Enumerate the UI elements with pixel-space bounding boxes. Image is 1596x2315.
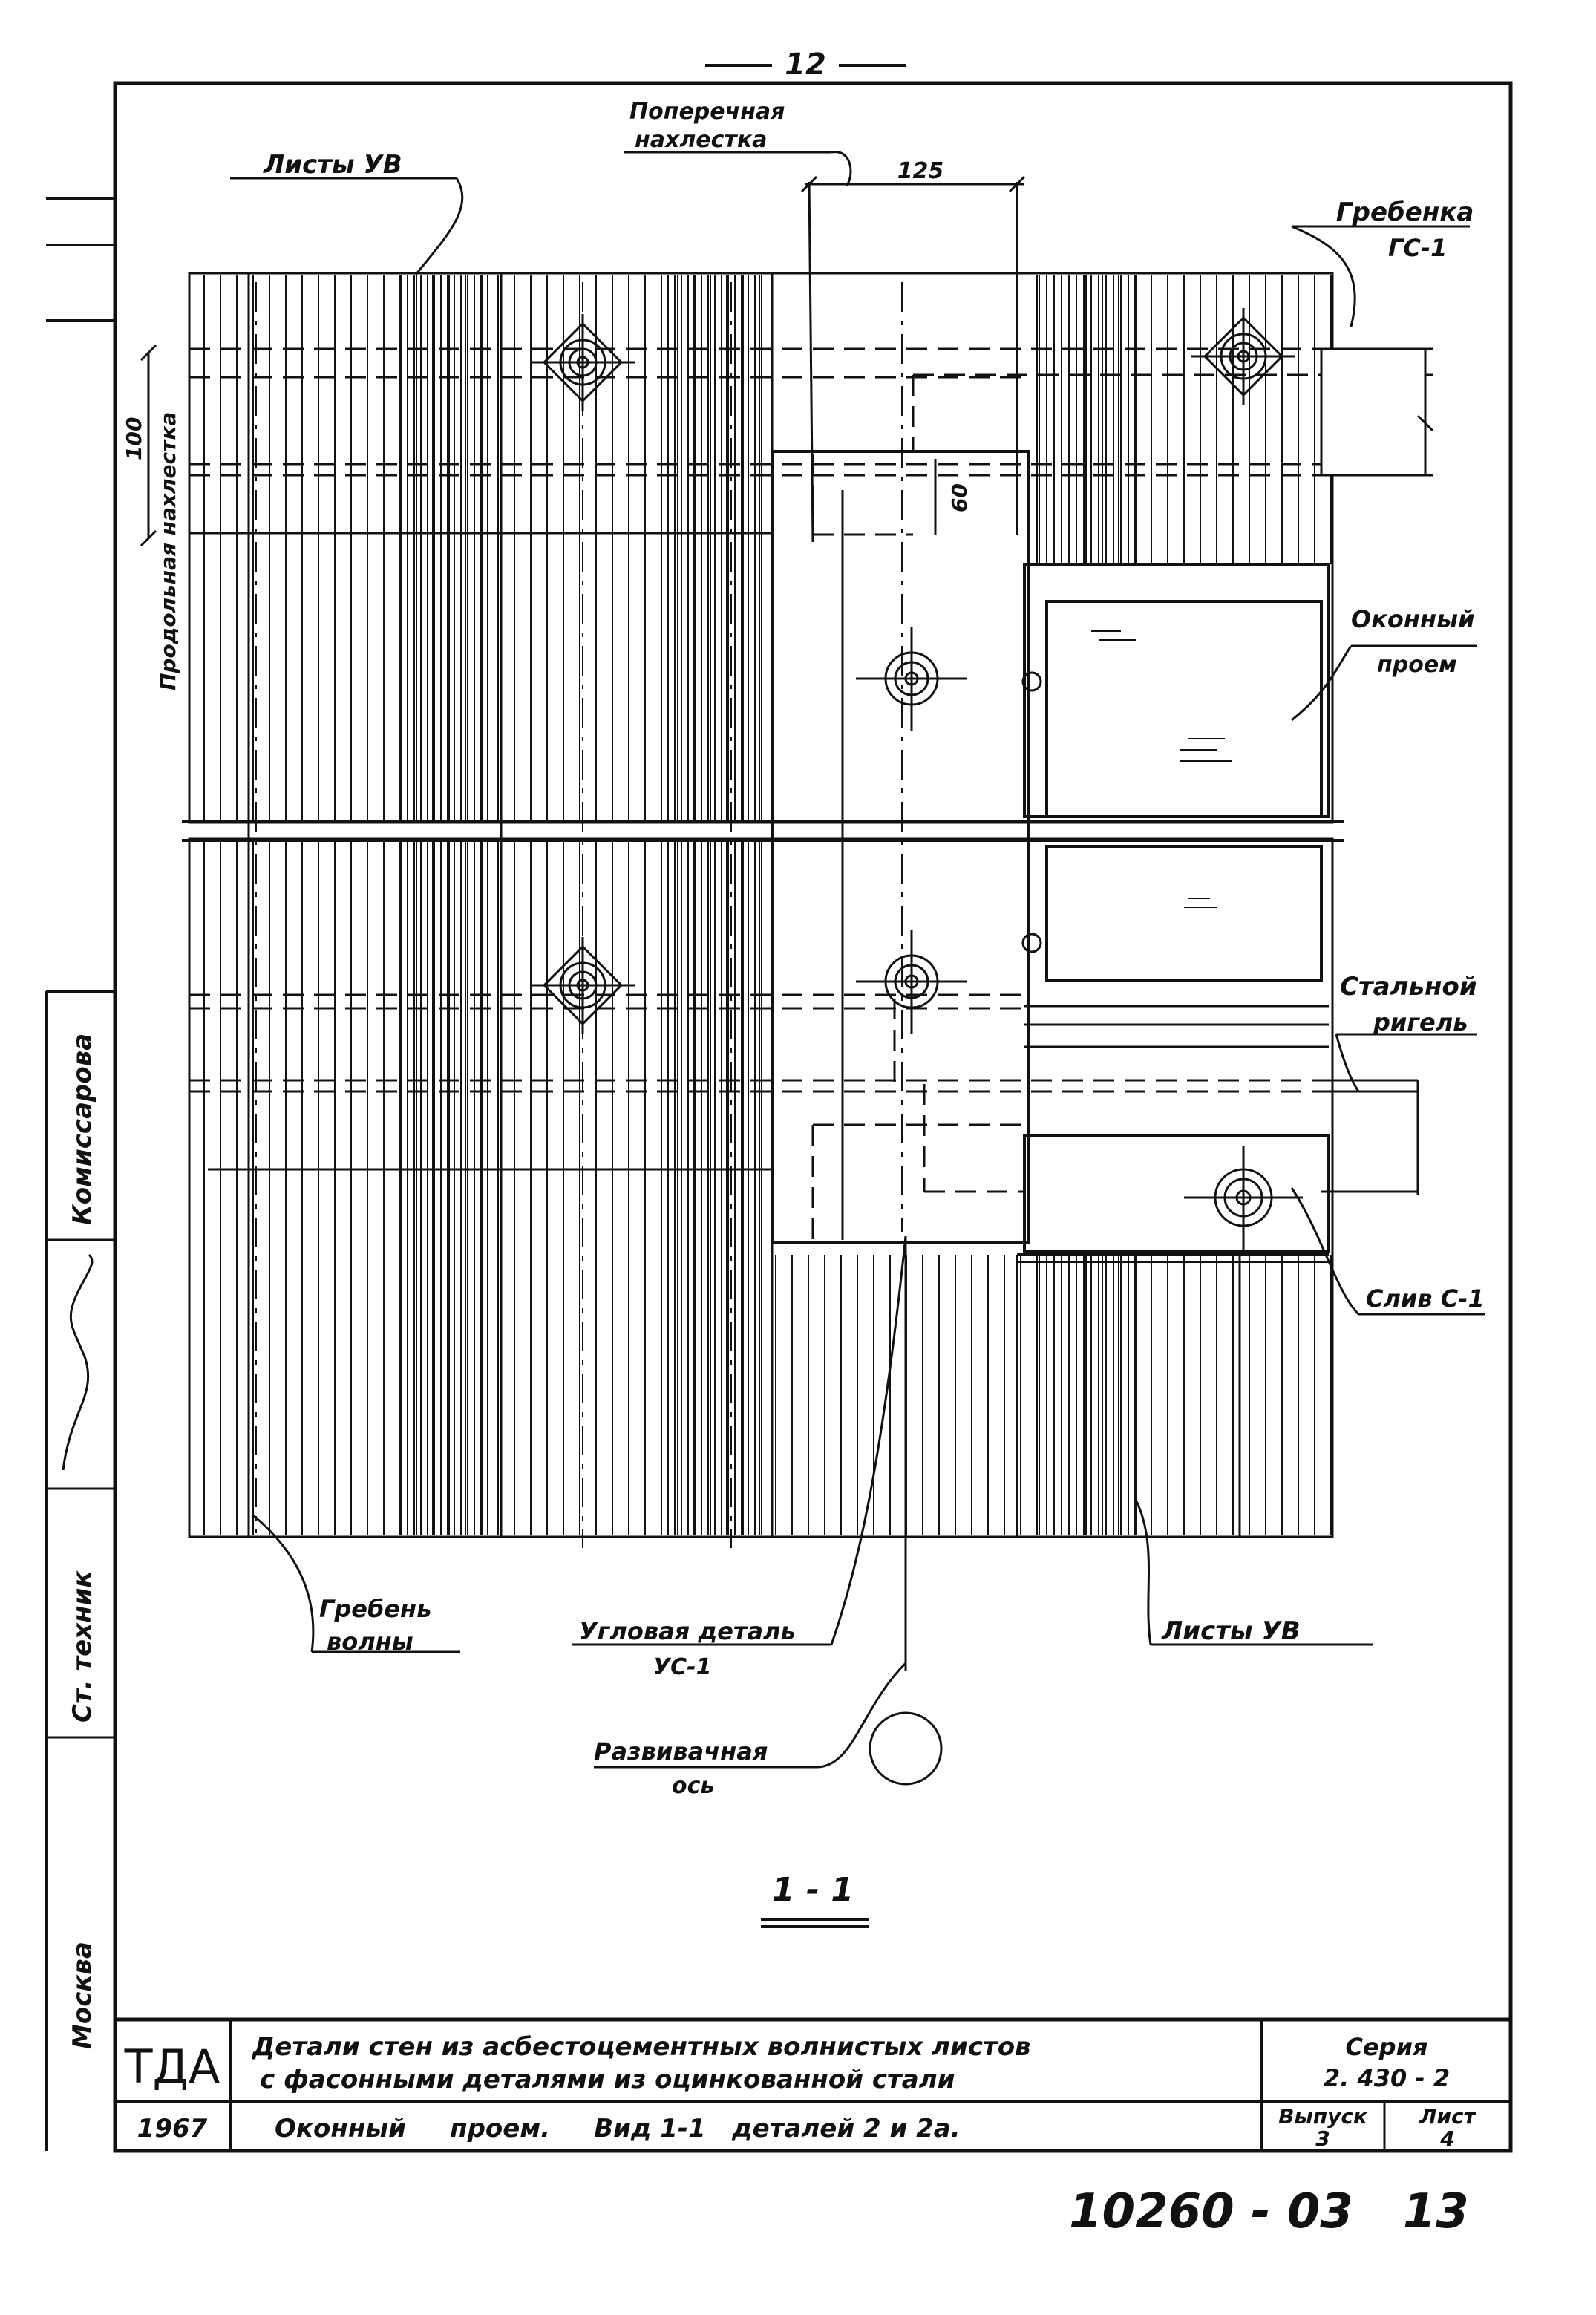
leader-lines — [230, 151, 1485, 1769]
label-window-2: проем — [1377, 652, 1457, 678]
series-value: 2. 430 - 2 — [1324, 2064, 1450, 2092]
hidden-lines — [189, 347, 1433, 1240]
comb-gs1 — [1320, 347, 1434, 477]
title-line-1: Детали стен из асбестоцементных волнисты… — [252, 2032, 1031, 2062]
stamp-surname: Комиссарова — [68, 1034, 97, 1225]
stamp-role: Ст. техник — [68, 1570, 97, 1723]
issue-label: Выпуск — [1278, 2104, 1368, 2129]
signature — [62, 1253, 94, 1471]
sheet-subtitle: Оконный проем. Вид 1-1 деталей 2 и 2а. — [275, 2114, 961, 2143]
sheet-value: 4 — [1439, 2126, 1454, 2151]
label-comb-1: Гребенка — [1336, 197, 1474, 227]
year: 1967 — [137, 2114, 208, 2143]
label-corner-1: Угловая деталь — [579, 1617, 796, 1645]
window-opening — [771, 450, 1330, 1263]
label-window-1: Оконный — [1351, 605, 1474, 633]
title-block: ТДА Детали стен из асбестоцементных волн… — [115, 2017, 1511, 2151]
dim-125: 125 — [897, 158, 944, 184]
label-transverse-overlap-2: нахлестка — [635, 127, 767, 153]
issue-value: 3 — [1315, 2126, 1330, 2151]
dim-60: 60 — [947, 483, 972, 512]
label-plumb-2: ось — [672, 1773, 714, 1799]
bolt-fasteners — [531, 308, 1303, 1250]
plumb-bob — [869, 1711, 943, 1786]
label-sheets-bottom: Листы УВ — [1161, 1616, 1301, 1646]
archive-number: 10260 - 03 13 — [1069, 2184, 1469, 2239]
dimension-lines — [140, 175, 1026, 547]
steel-girder — [1321, 1079, 1419, 1195]
label-girder-1: Стальной — [1340, 972, 1477, 1002]
page-number: 12 — [785, 48, 826, 82]
label-longitudinal-overlap: Продольная нахлестка — [156, 412, 180, 690]
label-wave-crest-2: волны — [327, 1627, 413, 1656]
side-stamp: Комиссарова Ст. техник Москва — [45, 990, 115, 2151]
label-wave-crest-1: Гребень — [319, 1595, 431, 1623]
label-transverse-overlap-1: Поперечная — [629, 99, 785, 125]
stamp-city: Москва — [68, 1942, 97, 2049]
label-girder-2: ригель — [1373, 1008, 1468, 1036]
series-label: Серия — [1345, 2033, 1427, 2061]
org-code: ТДА — [124, 2040, 220, 2094]
sheet-label: Лист — [1419, 2104, 1476, 2129]
label-plumb-1: Развивачная — [594, 1737, 768, 1766]
label-corner-2: УС-1 — [653, 1654, 711, 1680]
label-sheets-top: Листы УВ — [263, 150, 402, 180]
title-line-2: с фасонными деталями из оцинкованной ста… — [260, 2065, 955, 2094]
label-comb-2: ГС-1 — [1388, 234, 1447, 262]
section-label: 1 - 1 — [772, 1871, 854, 1909]
drawing-frame — [113, 81, 1513, 2153]
label-drain: Слив С-1 — [1366, 1284, 1485, 1313]
corrugated-sheets — [182, 272, 1344, 1548]
dim-100: 100 — [122, 417, 146, 460]
